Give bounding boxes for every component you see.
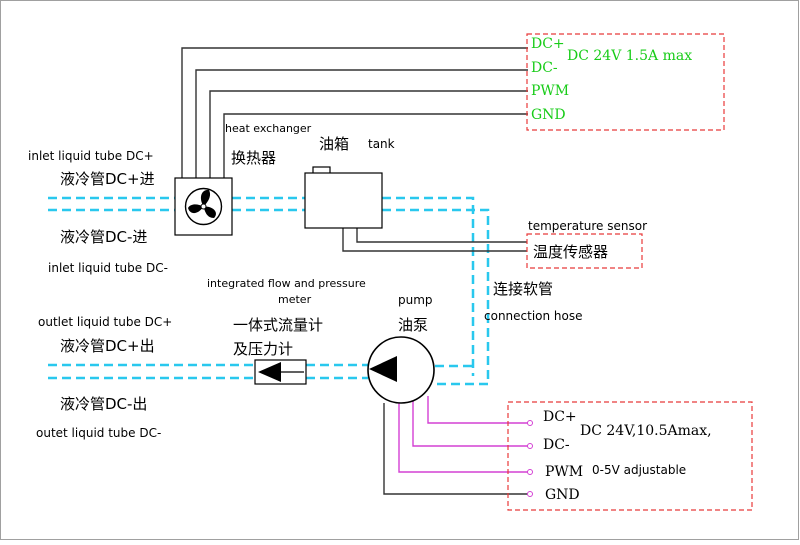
tank xyxy=(304,166,383,229)
flow-direction-arrow-icon xyxy=(258,362,281,382)
pump-pwm-note: 0-5V adjustable xyxy=(592,463,686,477)
inlet-minus-cn-label: 液冷管DC-进 xyxy=(60,228,147,246)
fan-pin-dcminus: DC- xyxy=(531,60,558,76)
heat-exchanger-cn-label: 换热器 xyxy=(231,149,276,167)
outlet-minus-cn-label: 液冷管DC-出 xyxy=(60,395,147,413)
temp-sensor-box xyxy=(526,233,643,269)
terminal-dot xyxy=(527,469,533,475)
heat-exchanger xyxy=(174,177,233,236)
flow-meter-en-label-1: integrated flow and pressure xyxy=(207,277,366,290)
pump-pin-pwm: PWM xyxy=(545,464,583,480)
outlet-minus-en-label: outet liquid tube DC- xyxy=(36,426,161,440)
flow-meter xyxy=(254,359,307,385)
wire-sensor-1 xyxy=(342,228,527,252)
hose-cn-label: 连接软管 xyxy=(493,280,553,298)
fan-power-spec: DC 24V 1.5A max xyxy=(567,48,692,64)
hose-en-label: connection hose xyxy=(484,309,583,323)
heat-exchanger-en-label: heat exchanger xyxy=(225,122,312,135)
pump-terminals xyxy=(527,420,533,497)
tank-body xyxy=(304,172,383,229)
pump-body xyxy=(367,336,435,404)
wire-pump-dcminus xyxy=(412,400,530,447)
pump-wiring xyxy=(383,396,530,495)
inlet-plus-cn-label: 液冷管DC+进 xyxy=(60,170,155,188)
outlet-plus-cn-label: 液冷管DC+出 xyxy=(60,337,155,355)
wire-fan-pwm xyxy=(209,90,528,178)
pump-power-spec: DC 24V,10.5Amax, xyxy=(580,423,712,439)
tank-cn-label: 油箱 xyxy=(319,135,349,153)
pipe-inlet-minus xyxy=(48,208,490,386)
pump-en-label: pump xyxy=(398,293,433,307)
sensor-wiring xyxy=(342,228,527,252)
terminal-dot xyxy=(527,443,533,449)
fan-power-labels: DC+ DC- PWM GND DC 24V 1.5A max xyxy=(531,36,692,123)
wire-sensor-2 xyxy=(356,228,527,243)
pump-cn-label: 油泵 xyxy=(398,316,428,334)
temp-sensor-en-label: temperature sensor xyxy=(528,219,647,233)
pump-power-labels: DC+ DC- PWM GND DC 24V,10.5Amax, 0-5V ad… xyxy=(543,409,712,503)
temp-sensor-cn-label: 温度传感器 xyxy=(533,243,608,261)
pump-pin-dcminus: DC- xyxy=(543,437,570,453)
tank-en-label: tank xyxy=(368,137,395,151)
pump-arrow-icon xyxy=(369,356,397,382)
pipe-inlet-plus xyxy=(48,196,475,376)
fan-pin-dcplus: DC+ xyxy=(531,36,565,52)
pump xyxy=(367,336,435,404)
flow-meter-cn-label-1: 一体式流量计 xyxy=(233,316,323,334)
flow-meter-cn-label-2: 及压力计 xyxy=(233,340,293,358)
fan-power-box xyxy=(526,33,725,131)
wire-pump-dcplus xyxy=(427,396,530,424)
fan-pin-gnd: GND xyxy=(531,107,566,123)
fan-pin-pwm: PWM xyxy=(531,83,569,99)
pump-power-box xyxy=(507,401,753,511)
pump-pin-gnd: GND xyxy=(545,487,580,503)
wire-fan-dcplus xyxy=(181,47,528,178)
inlet-plus-en-label: inlet liquid tube DC+ xyxy=(28,149,154,163)
wire-fan-gnd xyxy=(223,113,528,178)
terminal-dot xyxy=(527,420,533,426)
coolant-pipes xyxy=(48,196,490,386)
terminal-dot xyxy=(527,491,533,497)
inlet-minus-en-label: inlet liquid tube DC- xyxy=(48,261,168,275)
outlet-plus-en-label: outlet liquid tube DC+ xyxy=(38,315,172,329)
pump-pin-dcplus: DC+ xyxy=(543,409,577,425)
wire-fan-dcminus xyxy=(195,69,528,178)
fan-wiring xyxy=(181,47,528,178)
pipe-outlet-plus xyxy=(48,363,473,368)
fan-icon xyxy=(184,187,223,226)
wire-pump-gnd xyxy=(383,403,530,495)
flow-meter-en-label-2: meter xyxy=(278,293,312,306)
wire-pump-pwm xyxy=(398,402,530,473)
